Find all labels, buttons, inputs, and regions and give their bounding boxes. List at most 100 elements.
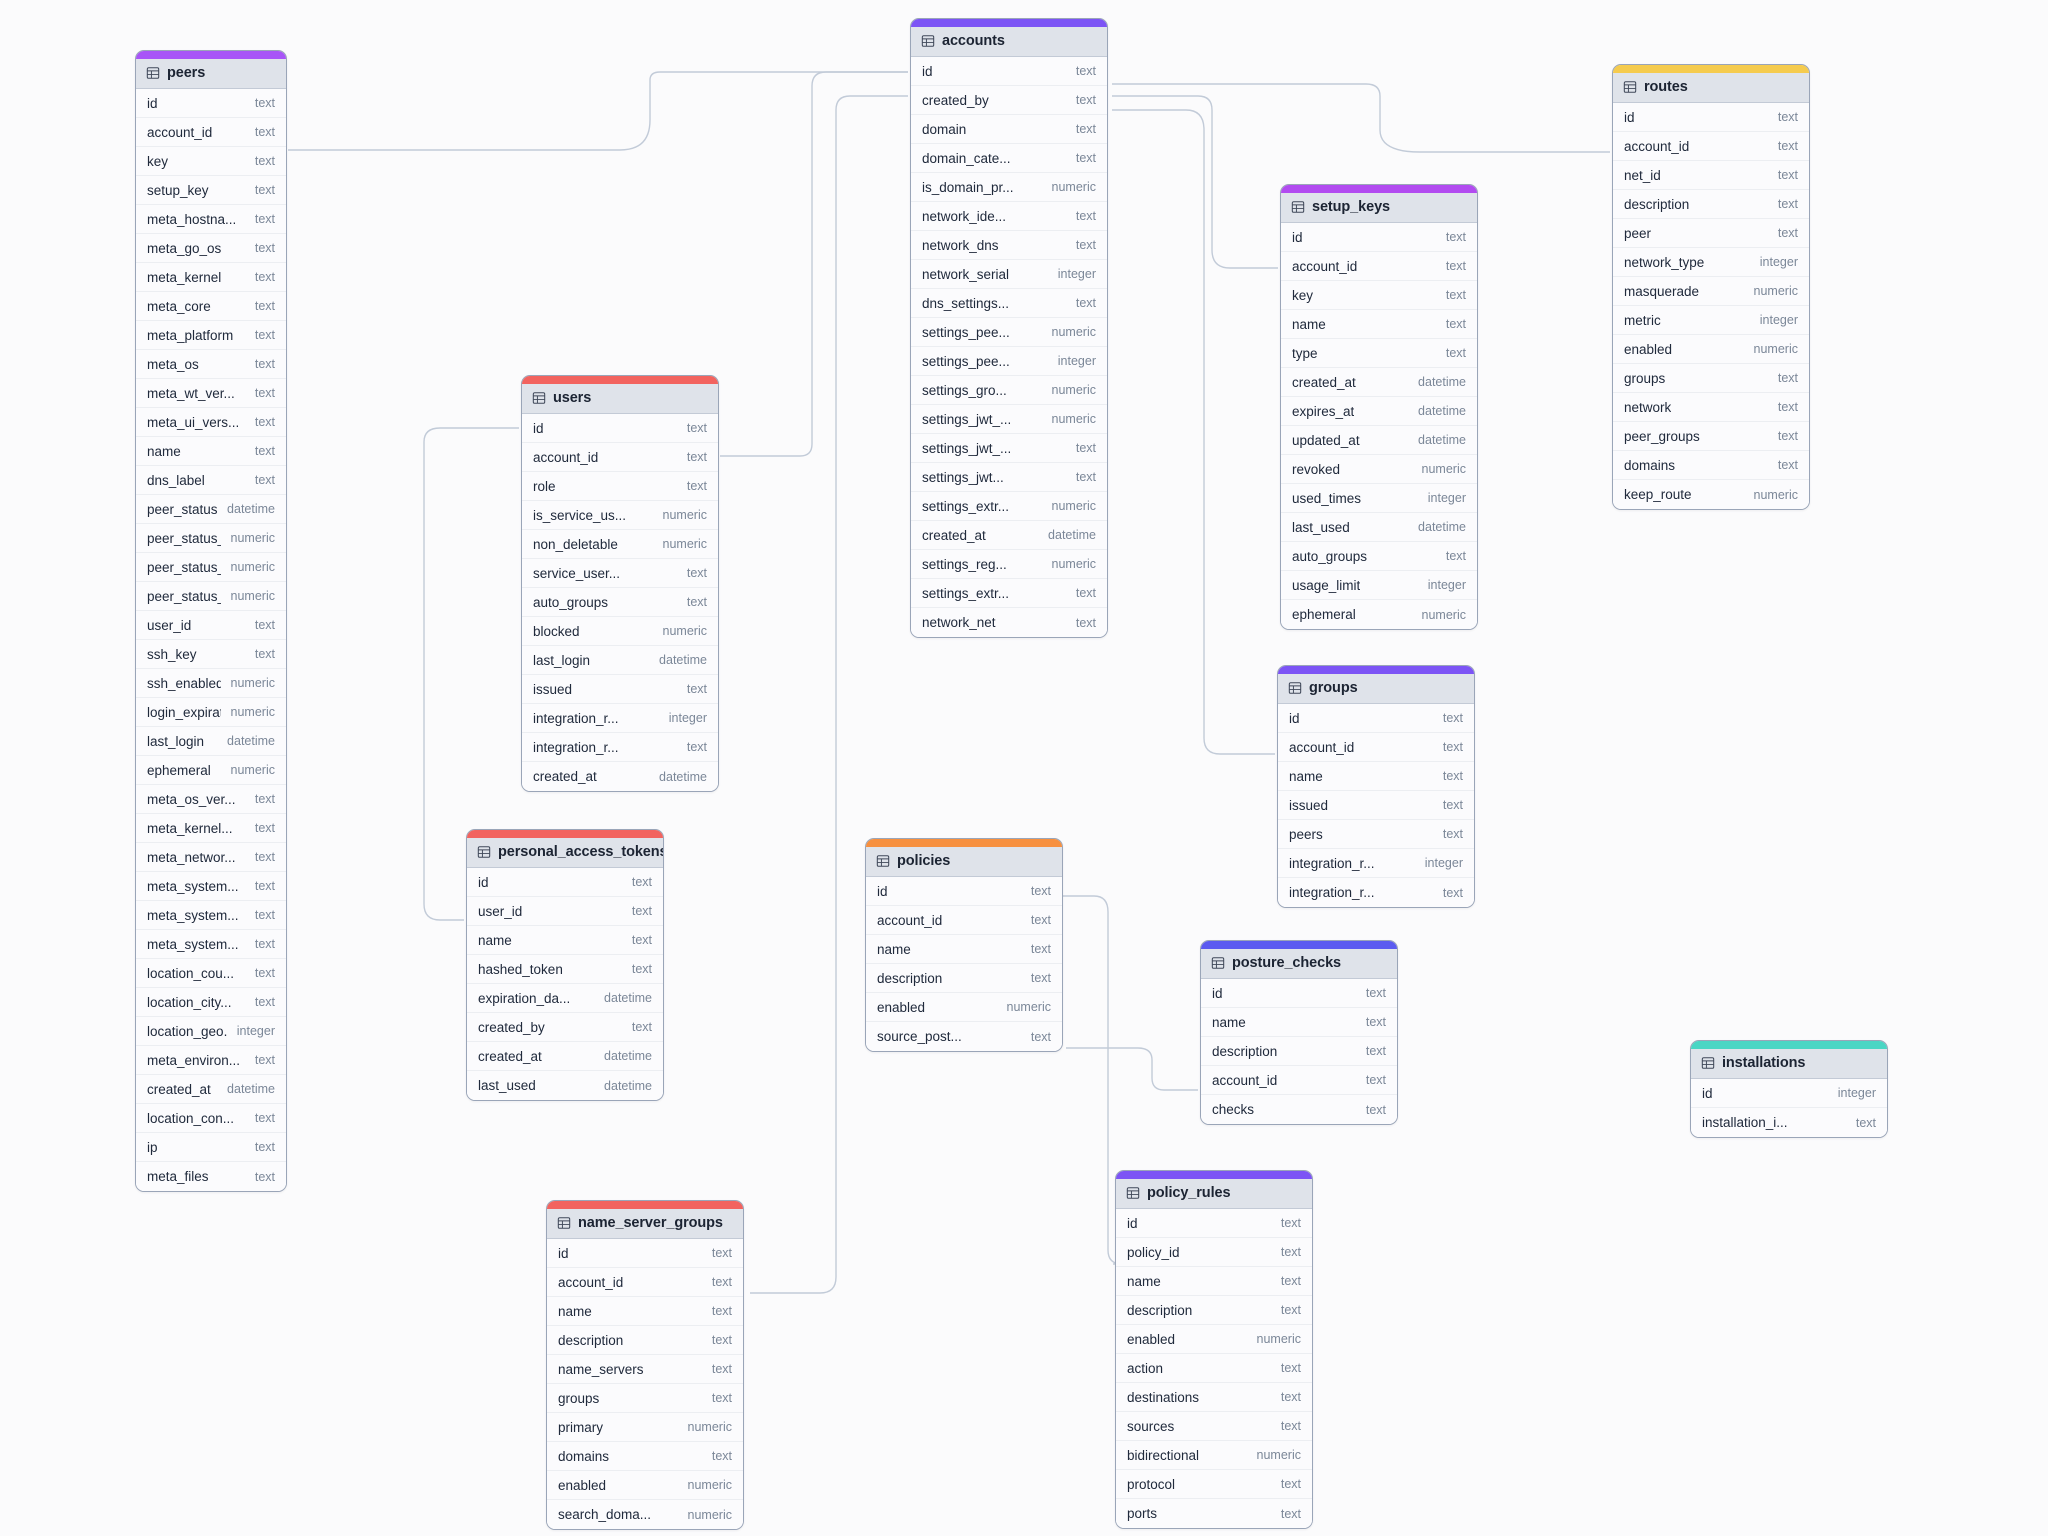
table-column-row[interactable]: settings_reg...numeric [911, 550, 1107, 579]
table-column-row[interactable]: login_expirati...numeric [136, 698, 286, 727]
table-column-row[interactable]: peer_status_...numeric [136, 553, 286, 582]
table-header[interactable]: policy_rules [1116, 1179, 1312, 1209]
table-column-row[interactable]: expiration_da...datetime [467, 984, 663, 1013]
table-header[interactable]: accounts [911, 27, 1107, 57]
table-column-row[interactable]: is_service_us...numeric [522, 501, 718, 530]
table-column-row[interactable]: settings_pee...numeric [911, 318, 1107, 347]
table-column-row[interactable]: search_doma...numeric [547, 1500, 743, 1529]
table-column-row[interactable]: peer_status_...numeric [136, 582, 286, 611]
table-column-row[interactable]: meta_system...text [136, 930, 286, 959]
table-column-row[interactable]: meta_environ...text [136, 1046, 286, 1075]
table-header[interactable]: policies [866, 847, 1062, 877]
table-column-row[interactable]: network_ide...text [911, 202, 1107, 231]
table-column-row[interactable]: integration_r...integer [522, 704, 718, 733]
table-column-row[interactable]: peer_status_...numeric [136, 524, 286, 553]
table-column-row[interactable]: integration_r...integer [1278, 849, 1474, 878]
table-column-row[interactable]: location_geo...integer [136, 1017, 286, 1046]
table-header[interactable]: groups [1278, 674, 1474, 704]
table-column-row[interactable]: location_con...text [136, 1104, 286, 1133]
table-column-row[interactable]: meta_wt_ver...text [136, 379, 286, 408]
table-header[interactable]: posture_checks [1201, 949, 1397, 979]
table-column-row[interactable]: meta_ui_vers...text [136, 408, 286, 437]
table-column-row[interactable]: location_cou...text [136, 959, 286, 988]
table-header[interactable]: peers [136, 59, 286, 89]
table-column-row[interactable]: service_user...text [522, 559, 718, 588]
table-column-row[interactable]: settings_extr...text [911, 579, 1107, 608]
table-column-row[interactable]: settings_jwt...text [911, 463, 1107, 492]
table-column-row[interactable]: meta_kernel...text [136, 814, 286, 843]
